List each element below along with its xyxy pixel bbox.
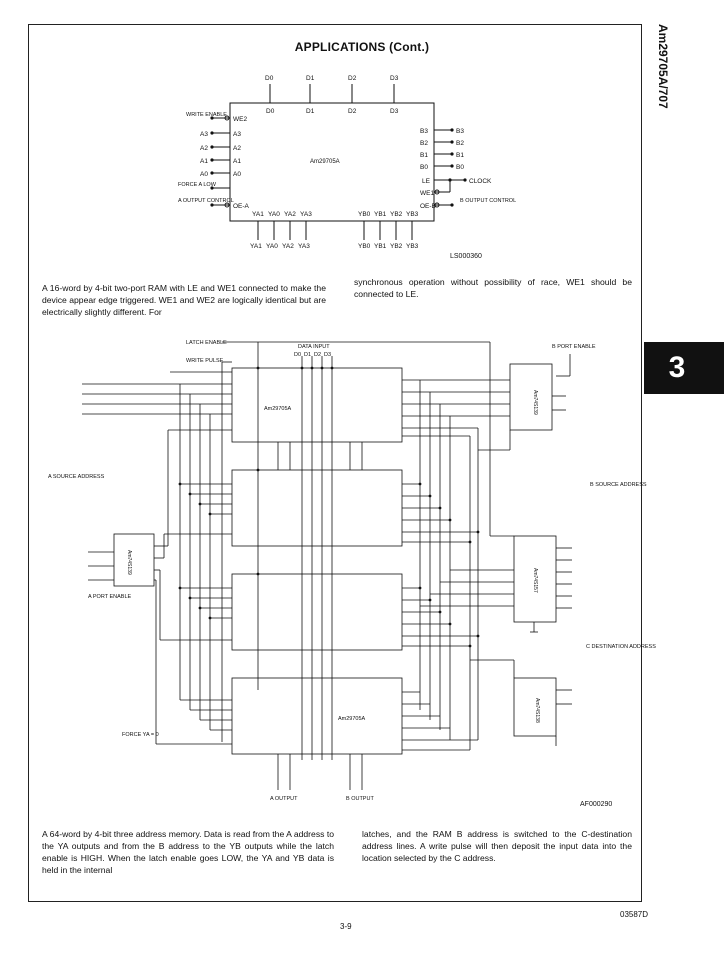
fig1-caption-left: A 16-word by 4-bit two-port RAM with LE … (42, 283, 326, 317)
fig1-ya3-pin: YA3 (300, 211, 312, 218)
fig1-yb1-pin: YB1 (374, 211, 387, 218)
fig1-a3-pin: A3 (233, 131, 241, 138)
fig1-force-low: FORCE A LOW (178, 182, 217, 188)
fig2-b-source-address: B SOURCE ADDRESS (590, 482, 647, 488)
fig1-d0-in: D0 (265, 75, 274, 82)
fig1-ya2-out: YA2 (282, 243, 294, 250)
fig2-ram-label-4: Am29705A (338, 716, 366, 722)
fig1-d1-in: D1 (306, 75, 315, 82)
fig2-mux-label: Am74S157 (532, 568, 538, 593)
fig1-b2-pin: B2 (420, 140, 428, 147)
fig1-write-enable: WRITE ENABLE (186, 112, 227, 118)
fig1-le-pin: LE (422, 178, 431, 185)
fig1-caption-right: synchronous operation without possibilit… (354, 277, 632, 299)
fig1-b-output-control: B OUTPUT CONTROL (460, 198, 516, 204)
fig1-we1-pin: WE1 (420, 190, 434, 197)
am29705a-chip (229, 102, 435, 222)
fig1-a1-pin: A1 (233, 158, 241, 165)
fig2-caption-left: A 64-word by 4-bit three address memory.… (42, 829, 334, 875)
fig1-a0-in: A0 (200, 171, 208, 178)
fig1-oea-pin: OE-A (233, 203, 250, 210)
fig2-data-d0: D0 (294, 352, 301, 358)
fig2-decoder-left-label: Am74S139 (126, 550, 132, 575)
document-number: 03587D (620, 910, 649, 919)
fig2-figure-code: AF000290 (580, 801, 612, 808)
page-border (28, 24, 642, 902)
fig1-clock-label: CLOCK (469, 178, 492, 185)
fig1-oeb-pin: OE-B (420, 203, 436, 210)
fig1-yb2-out: YB2 (390, 243, 403, 250)
fig2-decoder-bottom-label: Am74S138 (534, 698, 540, 723)
fig2-data-input-label: DATA INPUT (298, 344, 330, 350)
mux-middle (513, 535, 557, 623)
ram-chip-3 (231, 573, 403, 651)
fig2-a-output: A OUTPUT (270, 796, 298, 802)
fig2-a-source-address: A SOURCE ADDRESS (48, 474, 105, 480)
fig1-figure-code: LS000360 (450, 253, 482, 260)
fig1-a2-in: A2 (200, 145, 208, 152)
fig1-ya1-pin: YA1 (252, 211, 264, 218)
fig1-write-enable-text: WRITE ENABLE (186, 112, 227, 118)
fig1-yb2-pin: YB2 (390, 211, 403, 218)
fig2-caption-right: latches, and the RAM B address is switch… (362, 829, 632, 863)
fig1-d2-pin: D2 (348, 108, 357, 115)
fig2-decoder-top-label: Am74S139 (532, 390, 538, 415)
fig1-we2-pin: WE2 (233, 116, 247, 123)
decoder-left (113, 533, 155, 587)
page-number: 3-9 (340, 922, 352, 931)
fig2-b-port-enable: B PORT ENABLE (552, 344, 596, 350)
ram-chip-2 (231, 469, 403, 547)
fig2-force-zero: FORCE YA = 0 (122, 732, 159, 738)
fig1-ya0-pin: YA0 (268, 211, 280, 218)
section-tab: 3 (644, 342, 724, 394)
fig2-c-destination-address: C DESTINATION ADDRESS (586, 644, 656, 650)
fig1-a0-pin: A0 (233, 171, 241, 178)
fig1-ya2-pin: YA2 (284, 211, 296, 218)
fig1-d1-pin: D1 (306, 108, 315, 115)
fig1-b1-out: B1 (456, 152, 464, 159)
fig2-data-d3: D3 (324, 352, 331, 358)
fig2-b-output: B OUTPUT (346, 796, 374, 802)
fig1-yb0-out: YB0 (358, 243, 371, 250)
page-title: APPLICATIONS (Cont.) (294, 40, 430, 54)
ram-chip-1 (231, 367, 403, 443)
fig1-d2-in: D2 (348, 75, 357, 82)
fig1-d0-pin: D0 (266, 108, 275, 115)
fig1-chip-label: Am29705A (310, 159, 340, 165)
fig1-b3-out: B3 (456, 128, 464, 135)
fig1-a-output-control: A OUTPUT CONTROL (178, 198, 234, 204)
fig1-d3-pin: D3 (390, 108, 399, 115)
fig1-b0-out: B0 (456, 164, 464, 171)
section-number: 3 (668, 351, 686, 384)
fig2-data-d2: D2 (314, 352, 321, 358)
figure-2-diagram: DATA INPUT D0 D1 D2 D3 LATCH ENABLE WRIT… (48, 340, 656, 808)
ram-chip-4 (231, 677, 403, 755)
fig1-a1-in: A1 (200, 158, 208, 165)
fig2-ram-label-1: Am29705A (264, 406, 292, 412)
fig1-b3-pin: B3 (420, 128, 428, 135)
fig1-yb3-out: YB3 (406, 243, 419, 250)
decoder-bottom (513, 677, 557, 737)
fig2-data-d1: D1 (304, 352, 311, 358)
fig2-write-pulse: WRITE PULSE (186, 358, 224, 364)
fig1-ya1-out: YA1 (250, 243, 262, 250)
fig2-a-port-enable: A PORT ENABLE (88, 594, 132, 600)
figure-1-diagram: D0 D1 D2 D3 D0 D1 D2 D3 WE2 A3 A2 A1 A0 … (178, 75, 516, 260)
fig1-d3-in: D3 (390, 75, 399, 82)
fig1-a2-pin: A2 (233, 145, 241, 152)
fig1-a3-in: A3 (200, 131, 208, 138)
decoder-top (509, 363, 553, 431)
fig1-yb1-out: YB1 (374, 243, 387, 250)
fig1-yb3-pin: YB3 (406, 211, 419, 218)
fig1-ya0-out: YA0 (266, 243, 278, 250)
fig1-ya3-out: YA3 (298, 243, 310, 250)
fig1-b2-out: B2 (456, 140, 464, 147)
fig1-b0-pin: B0 (420, 164, 428, 171)
fig2-latch-enable: LATCH ENABLE (186, 340, 227, 346)
fig1-b1-pin: B1 (420, 152, 428, 159)
fig1-yb0-pin: YB0 (358, 211, 371, 218)
